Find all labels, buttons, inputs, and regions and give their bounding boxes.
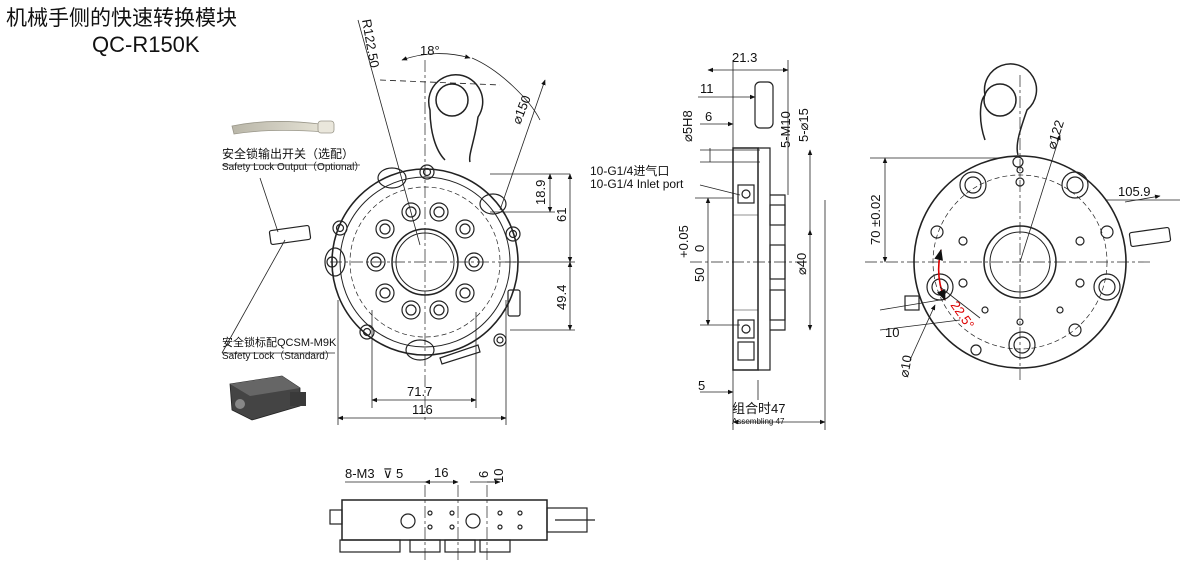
inlet-cn: 10-G1/4进气口 bbox=[590, 164, 670, 178]
dim-10c: 10 bbox=[491, 469, 506, 483]
back-view-dimensions bbox=[870, 134, 1180, 361]
dim-m10: 5-M10 bbox=[778, 111, 793, 148]
drawing-title: 机械手侧的快速转换模块 QC-R150K bbox=[6, 6, 237, 58]
dim-d10b: ⌀10 bbox=[896, 354, 915, 379]
front-view-dimensions bbox=[221, 19, 575, 425]
side-view bbox=[690, 81, 810, 371]
dim-70: 70 ±0.02 bbox=[868, 194, 883, 245]
dim-50: 50 bbox=[692, 268, 707, 282]
safety-lock-standard-picture bbox=[229, 375, 306, 421]
dim-d150: ⌀150 bbox=[509, 93, 534, 126]
dim-18-9: 18.9 bbox=[533, 180, 548, 205]
dim-21-3: 21.3 bbox=[732, 50, 757, 65]
lock-output-en: Safety Lock Output（Optional） bbox=[222, 162, 365, 173]
dim-116: 116 bbox=[412, 402, 433, 417]
dim-71-7: 71.7 bbox=[407, 384, 432, 399]
dim-d5h8: ⌀5H8 bbox=[680, 110, 695, 142]
dim-d122: ⌀122 bbox=[1044, 118, 1067, 151]
dim-18deg: 18° bbox=[420, 43, 440, 58]
dim-m3-depth: 5 bbox=[396, 466, 403, 481]
lock-std-en: Safety Lock（Standard） bbox=[222, 351, 335, 362]
side-view-dimensions bbox=[695, 60, 826, 430]
safety-lock-output-picture bbox=[231, 120, 335, 135]
dim-d15: 5-⌀15 bbox=[796, 108, 811, 142]
dim-m3-depth-symbol: ⊽ bbox=[383, 466, 393, 481]
lock-output-label: 安全锁输出开关（选配） Safety Lock Output（Optional） bbox=[222, 148, 364, 174]
dim-r122: R122.50 bbox=[359, 18, 382, 69]
front-view bbox=[268, 60, 530, 420]
inlet-label: 10-G1/4进气口 10-G1/4 Inlet port bbox=[590, 165, 683, 191]
dim-6b: 6 bbox=[476, 471, 491, 478]
back-view bbox=[865, 63, 1172, 380]
dim-16: 16 bbox=[434, 465, 448, 480]
lock-output-cn: 安全锁输出开关（选配） bbox=[222, 147, 355, 161]
dim-tol0: 0 bbox=[692, 245, 707, 252]
dim-10a: 10 bbox=[885, 325, 899, 340]
dim-105-9: 105.9 bbox=[1118, 184, 1151, 199]
lock-standard-label: 安全锁标配QCSM-M9K Safety Lock（Standard） bbox=[222, 337, 336, 363]
dim-22-5: 22.5° bbox=[948, 298, 978, 332]
title-model: QC-R150K bbox=[92, 32, 200, 57]
inlet-en: 10-G1/4 Inlet port bbox=[590, 177, 684, 191]
title-cn: 机械手侧的快速转换模块 bbox=[6, 7, 237, 30]
assembling-cn: 组合时47 bbox=[732, 401, 786, 416]
bottom-view bbox=[329, 485, 595, 560]
lock-std-cn: 安全锁标配QCSM-M9K bbox=[222, 337, 337, 349]
dim-49-4: 49.4 bbox=[554, 285, 569, 310]
port-ring bbox=[366, 202, 484, 320]
dim-m3: 8-M3 bbox=[345, 466, 375, 481]
dim-11: 11 bbox=[700, 81, 714, 96]
dim-tol: +0.05 bbox=[676, 225, 691, 258]
dim-6: 6 bbox=[705, 109, 712, 124]
dim-61: 61 bbox=[554, 208, 569, 222]
dim-5: 5 bbox=[698, 378, 705, 393]
dim-d40: ⌀40 bbox=[794, 253, 809, 275]
